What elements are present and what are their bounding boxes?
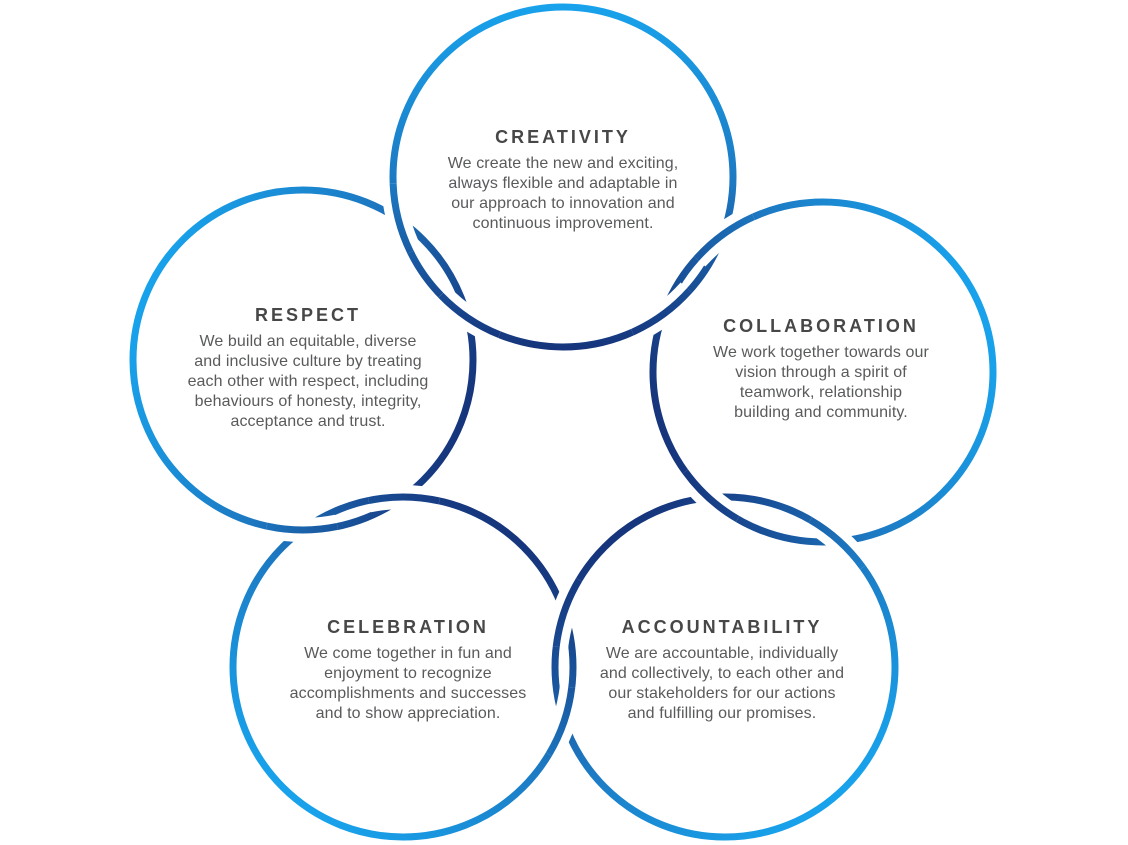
- value-description-line: building and community.: [734, 404, 908, 421]
- weave-over-creativity: [389, 183, 414, 254]
- value-description-line: behaviours of honesty, integrity,: [194, 393, 422, 410]
- value-description-creativity: We create the new and exciting, always fl…: [443, 154, 683, 234]
- value-description-line: acceptance and trust.: [230, 413, 386, 430]
- value-description-line: We create the new and exciting,: [447, 155, 679, 172]
- value-description-line: accomplishments and successes: [289, 685, 527, 702]
- value-title-celebration: CELEBRATION: [327, 617, 489, 637]
- weave-over-creativity: [631, 288, 693, 336]
- value-description-collaboration: We work together towards our vision throu…: [705, 343, 937, 423]
- value-description-line: enjoyment to recognize: [324, 665, 492, 682]
- value-description-line: and collectively, to each other and: [599, 665, 845, 682]
- value-description-line: vision through a spirit of: [735, 364, 907, 381]
- value-description-line: We are accountable, individually: [605, 645, 839, 662]
- weave-over-celebration: [367, 493, 441, 505]
- value-description-accountability: We are accountable, individually and coll…: [588, 644, 856, 724]
- value-accountability: ACCOUNTABILITY We are accountable, indiv…: [588, 617, 856, 724]
- value-title-collaboration: COLLABORATION: [723, 316, 919, 336]
- value-description-celebration: We come together in fun and enjoyment to …: [282, 644, 534, 724]
- value-collaboration: COLLABORATION We work together towards o…: [705, 316, 937, 423]
- weave-over-collaboration: [693, 213, 755, 261]
- weave-over-accountability: [808, 516, 866, 570]
- value-respect: RESPECT We build an equitable, diverse an…: [170, 305, 446, 432]
- value-title-creativity: CREATIVITY: [495, 127, 631, 147]
- value-description-line: We build an equitable, diverse: [199, 333, 417, 350]
- weave-over-respect: [265, 522, 339, 534]
- value-description-line: and inclusive culture by treating: [194, 353, 422, 370]
- value-description-line: and to show appreciation.: [315, 705, 501, 722]
- weave-over-creativity: [438, 292, 501, 338]
- value-description-line: always flexible and adaptable in: [448, 175, 678, 192]
- value-description-line: and fulfilling our promises.: [627, 705, 817, 722]
- value-creativity: CREATIVITY We create the new and excitin…: [443, 127, 683, 234]
- value-description-line: We work together towards our: [713, 344, 929, 361]
- weave-over-celebration: [545, 686, 576, 756]
- value-description-line: teamwork, relationship: [739, 384, 903, 401]
- value-description-line: We come together in fun and: [304, 645, 512, 662]
- value-description-line: continuous improvement.: [472, 215, 654, 232]
- value-celebration: CELEBRATION We come together in fun and e…: [282, 617, 534, 724]
- value-title-accountability: ACCOUNTABILITY: [621, 617, 823, 637]
- value-description-line: our approach to innovation and: [451, 195, 675, 212]
- value-description-line: our stakeholders for our actions: [608, 685, 836, 702]
- value-description-respect: We build an equitable, diverse and inclus…: [170, 332, 446, 432]
- ring-creativity: [389, 3, 737, 351]
- weave-over-collaboration: [682, 469, 740, 523]
- weave-over-accountability: [552, 578, 583, 648]
- value-description-line: each other with respect, including: [187, 373, 429, 390]
- value-title-respect: RESPECT: [254, 305, 362, 325]
